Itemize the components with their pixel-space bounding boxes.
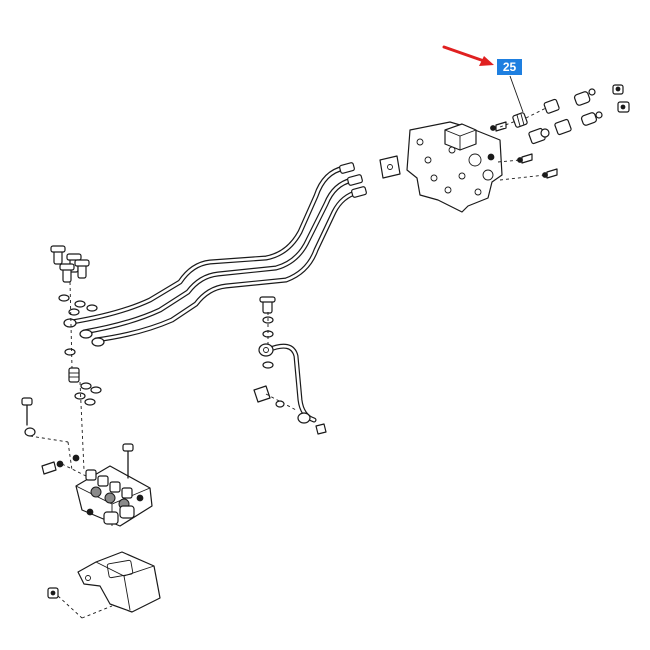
- hydraulic-tube-1: [69, 165, 347, 325]
- valve-fittings: [490, 84, 630, 181]
- seal-rings-upper: [58, 294, 102, 406]
- hydraulic-tube-3: [93, 189, 361, 343]
- tube-end-fittings-upper: [339, 162, 367, 198]
- callout-leader-line: [509, 75, 524, 113]
- bracket-bolt: [47, 587, 113, 619]
- tube-end-eyes-lower: [63, 318, 105, 347]
- banjo-bolts: [50, 245, 90, 283]
- control-valve-block: [75, 465, 153, 527]
- hydraulic-tube-2: [81, 177, 355, 335]
- valve-bolts-lower: [21, 397, 134, 479]
- callout-arrow: [442, 45, 494, 66]
- adapter-fitting: [68, 367, 80, 383]
- return-pipe-bolt-and-rings: [253, 296, 327, 435]
- gasket-plate: [379, 155, 401, 179]
- valve-mounting-plate: [406, 121, 503, 213]
- mounting-bracket: [77, 551, 161, 613]
- callout-number-label[interactable]: 25: [497, 59, 522, 75]
- return-pipe: [258, 343, 317, 424]
